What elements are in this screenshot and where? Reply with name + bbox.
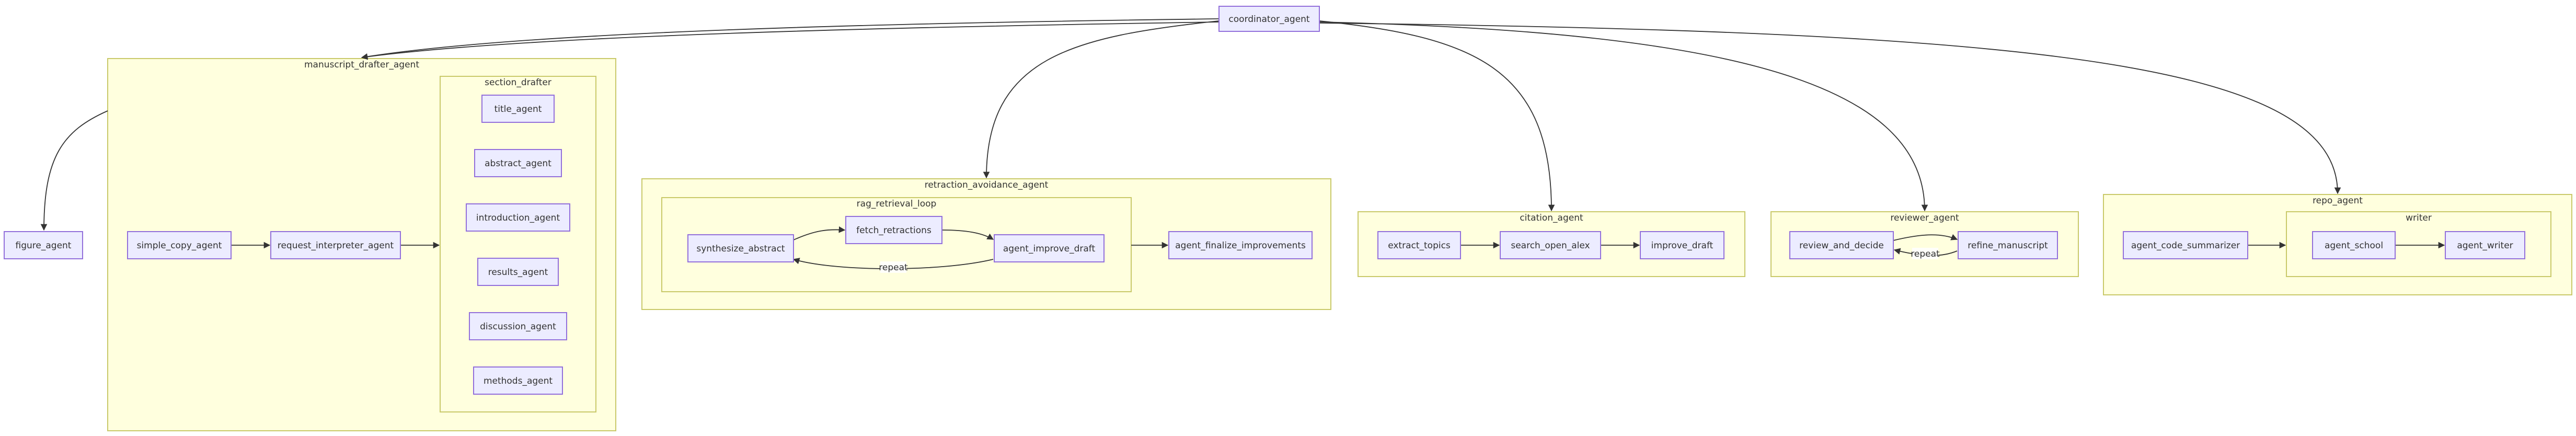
node-extract-topics[interactable]: extract_topics <box>1377 231 1461 259</box>
node-agent-code-summarizer[interactable]: agent_code_summarizer <box>2123 231 2248 259</box>
cluster-label-rag-retrieval-loop: rag_retrieval_loop <box>857 199 937 209</box>
node-label-agent-school: agent_school <box>2325 240 2383 251</box>
edge-review-and-decide-to-refine-manuscript <box>1893 234 1958 241</box>
cluster-label-retraction-avoidance-agent: retraction_avoidance_agent <box>925 180 1049 190</box>
node-methods-agent[interactable]: methods_agent <box>473 366 563 395</box>
node-refine-manuscript[interactable]: refine_manuscript <box>1958 231 2058 259</box>
node-label-discussion-agent: discussion_agent <box>480 322 556 332</box>
node-label-title-agent: title_agent <box>494 104 542 114</box>
node-label-fetch-retractions: fetch_retractions <box>856 225 932 236</box>
node-label-results-agent: results_agent <box>488 267 548 278</box>
node-label-review-and-decide: review_and_decide <box>1799 240 1884 251</box>
node-request-interpreter-agent[interactable]: request_interpreter_agent <box>270 231 401 259</box>
edge-coordinator-to-manuscript-drafter-second <box>361 21 1220 58</box>
node-agent-school[interactable]: agent_school <box>2312 231 2396 259</box>
edge-label-rag-repeat-text: repeat <box>879 262 908 273</box>
edge-label-review-repeat-text: repeat <box>1911 249 1940 259</box>
edge-coordinator-to-manuscript-drafter <box>361 18 1220 60</box>
node-synthesize-abstract[interactable]: synthesize_abstract <box>687 234 794 262</box>
cluster-label-citation-agent: citation_agent <box>1520 213 1583 223</box>
node-label-agent-code-summarizer: agent_code_summarizer <box>2131 240 2240 251</box>
node-label-figure-agent: figure_agent <box>16 240 72 251</box>
node-label-improve-draft: improve_draft <box>1651 240 1714 251</box>
node-label-request-interpreter-agent: request_interpreter_agent <box>278 240 394 251</box>
node-label-extract-topics: extract_topics <box>1388 240 1451 251</box>
edge-fetch-retractions-to-agent-improve-draft <box>941 230 994 240</box>
cluster-label-writer: writer <box>2406 213 2432 223</box>
node-coordinator-agent[interactable]: coordinator_agent <box>1218 6 1320 32</box>
node-label-simple-copy-agent: simple_copy_agent <box>137 240 222 251</box>
cluster-label-reviewer-agent: reviewer_agent <box>1890 213 1959 223</box>
node-agent-finalize-improvements[interactable]: agent_finalize_improvements <box>1168 231 1313 259</box>
edge-synthesize-abstract-to-fetch-retractions <box>793 226 846 240</box>
node-label-synthesize-abstract: synthesize_abstract <box>696 244 785 254</box>
cluster-label-manuscript-drafter-agent: manuscript_drafter_agent <box>304 60 419 70</box>
node-search-open-alex[interactable]: search_open_alex <box>1500 231 1601 259</box>
node-review-and-decide[interactable]: review_and_decide <box>1789 231 1894 259</box>
node-agent-improve-draft[interactable]: agent_improve_draft <box>994 234 1105 262</box>
node-figure-agent[interactable]: figure_agent <box>4 231 83 259</box>
node-improve-draft[interactable]: improve_draft <box>1640 231 1724 259</box>
edge-coordinator-to-reviewer <box>1319 21 1928 212</box>
node-label-agent-writer: agent_writer <box>2457 240 2513 251</box>
edge-label-rag-repeat: repeat <box>879 261 908 273</box>
node-label-agent-finalize-improvements: agent_finalize_improvements <box>1175 240 1306 251</box>
cluster-label-repo-agent: repo_agent <box>2313 196 2363 206</box>
edge-manuscript-drafter-to-figure-agent <box>40 110 108 231</box>
node-results-agent[interactable]: results_agent <box>477 258 559 286</box>
cluster-section-drafter: section_drafter <box>440 76 596 412</box>
edge-coordinator-to-retraction-avoidance <box>983 20 1220 179</box>
node-label-introduction-agent: introduction_agent <box>476 213 560 223</box>
edge-coordinator-to-repo <box>1319 22 2341 194</box>
node-introduction-agent[interactable]: introduction_agent <box>466 203 570 232</box>
node-fetch-retractions[interactable]: fetch_retractions <box>845 216 942 244</box>
node-label-search-open-alex: search_open_alex <box>1511 240 1590 251</box>
node-label-coordinator-agent: coordinator_agent <box>1228 14 1310 25</box>
node-discussion-agent[interactable]: discussion_agent <box>469 312 567 340</box>
node-label-methods-agent: methods_agent <box>484 376 553 386</box>
node-agent-writer[interactable]: agent_writer <box>2445 231 2525 259</box>
node-label-abstract-agent: abstract_agent <box>485 158 551 169</box>
edge-label-review-repeat: repeat <box>1911 248 1940 259</box>
cluster-label-section-drafter: section_drafter <box>485 77 551 88</box>
node-abstract-agent[interactable]: abstract_agent <box>474 149 562 177</box>
node-label-refine-manuscript: refine_manuscript <box>1968 240 2048 251</box>
node-label-agent-improve-draft: agent_improve_draft <box>1003 244 1096 254</box>
node-simple-copy-agent[interactable]: simple_copy_agent <box>127 231 232 259</box>
edge-coordinator-to-citation <box>1319 20 1555 212</box>
node-title-agent[interactable]: title_agent <box>481 95 555 123</box>
